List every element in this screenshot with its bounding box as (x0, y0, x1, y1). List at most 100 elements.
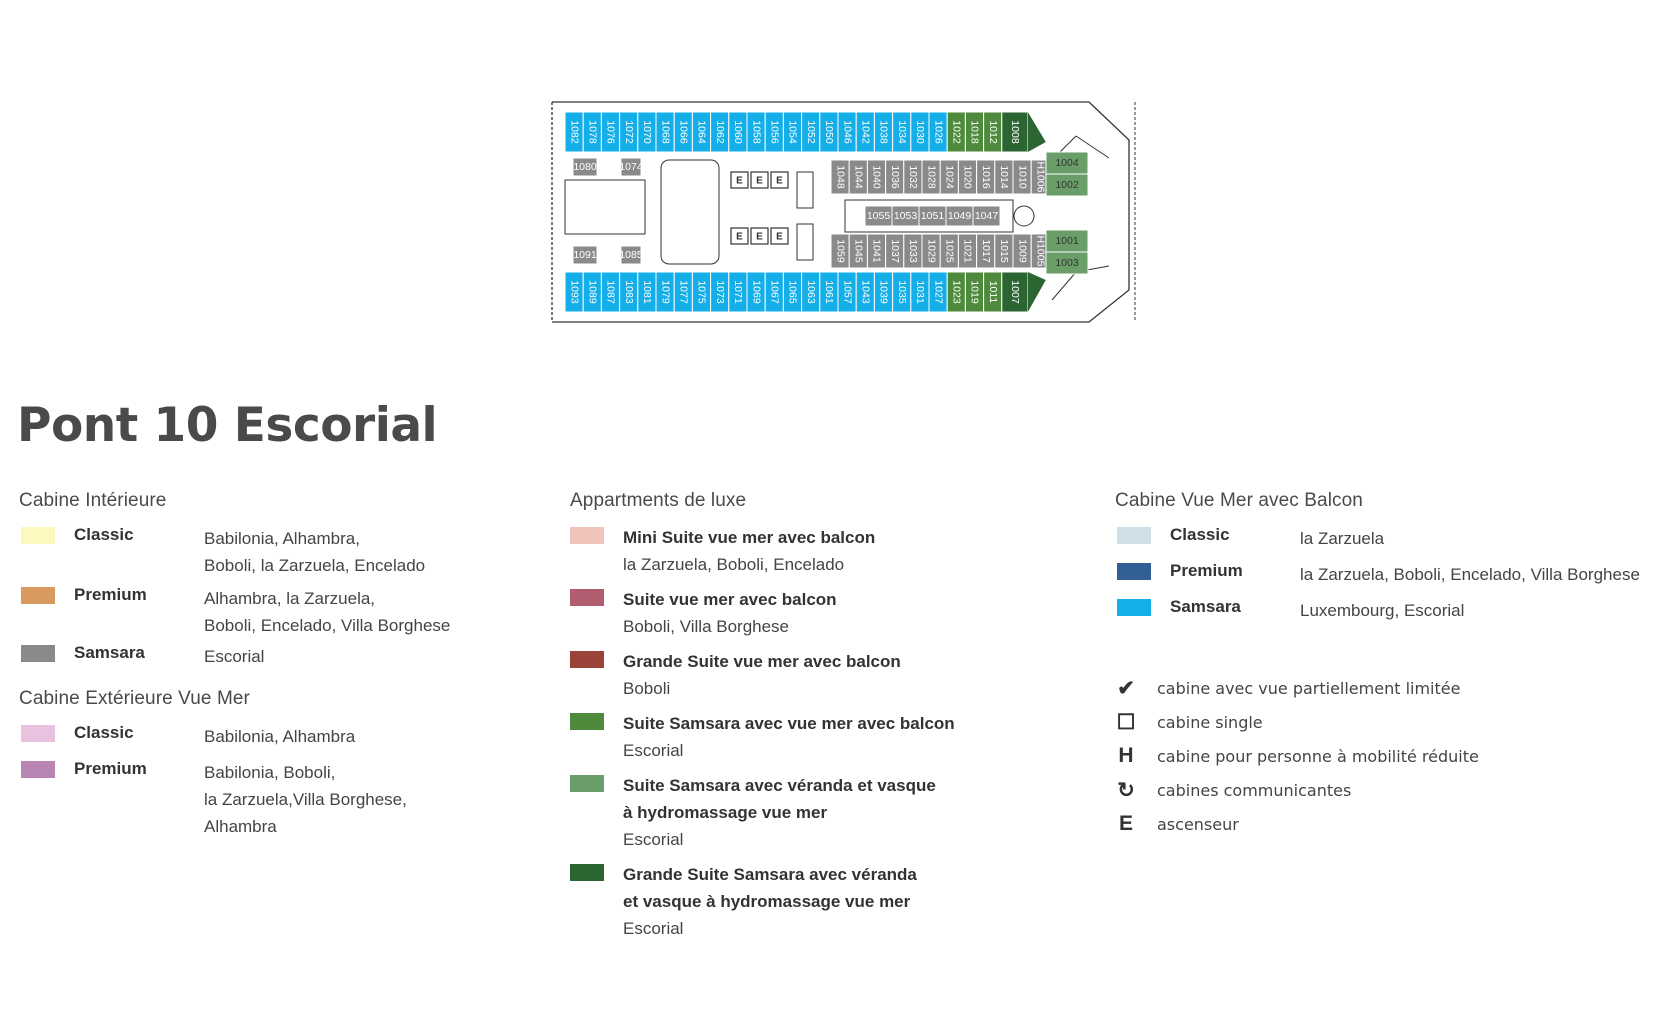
cabin-label-1070: 1070 (641, 120, 653, 144)
ship-list: Babilonia, Boboli, la Zarzuela,Villa Bor… (204, 763, 407, 836)
cabin-label-1049: 1049 (948, 210, 972, 222)
tier-label: Samsara (1170, 597, 1241, 616)
cabin-label-1079: 1079 (659, 280, 671, 304)
cabin-label-1003: 1003 (1055, 257, 1079, 269)
cabin-label-1043: 1043 (860, 280, 872, 304)
cabin-label-1009: 1009 (1016, 239, 1028, 263)
ship-list: Luxembourg, Escorial (1300, 601, 1465, 620)
ship-list: la Zarzuela, Boboli, Encelado, Villa Bor… (1300, 565, 1640, 584)
cabin-label-1093: 1093 (568, 280, 580, 304)
suite-name: Suite Samsara avec véranda et vasque à h… (623, 776, 936, 822)
section-title-exterieure: Cabine Extérieure Vue Mer (19, 688, 250, 709)
color-swatch (21, 761, 55, 778)
cabin-label-1091: 1091 (573, 249, 597, 261)
color-swatch (21, 645, 55, 662)
cabin-label-1062: 1062 (714, 120, 726, 144)
cabin-label-1035: 1035 (896, 280, 908, 304)
ship-list: la Zarzuela (1300, 529, 1385, 548)
symbol-row: ↻ cabines communicantes (1115, 778, 1675, 812)
cabin-label-1073: 1073 (714, 280, 726, 304)
cabin-label-1007: 1007 (1009, 280, 1021, 304)
cabin-label-1041: 1041 (871, 239, 883, 263)
color-swatch (21, 527, 55, 544)
cabin-label-1038: 1038 (878, 120, 890, 144)
symbol-description: cabine single (1157, 713, 1263, 732)
cabin-label-1054: 1054 (787, 120, 799, 144)
section-title-balcon: Cabine Vue Mer avec Balcon (1115, 490, 1363, 511)
cabin-label-1080: 1080 (573, 161, 597, 173)
cabin-label-1030: 1030 (914, 120, 926, 144)
elevator-label: E (736, 176, 743, 187)
tier-label: Premium (1170, 561, 1243, 580)
section-title-luxe: Appartments de luxe (570, 490, 747, 511)
ship-list: Escorial (623, 830, 684, 849)
e-icon: E (1118, 812, 1133, 835)
cabin-label-1033: 1033 (907, 239, 919, 263)
cabin-label-1056: 1056 (769, 120, 781, 144)
suite-name: Grande Suite Samsara avec véranda et vas… (623, 865, 917, 911)
cabin-label-1022: 1022 (951, 120, 963, 144)
cabin-label-1037: 1037 (889, 239, 901, 263)
symbol-description: cabine pour personne à mobilité réduite (1157, 747, 1479, 766)
cabin-label-1036: 1036 (889, 165, 901, 189)
ship-list: Boboli, Villa Borghese (623, 617, 790, 636)
tier-label: Premium (74, 759, 147, 778)
cabin-label-1064: 1064 (696, 120, 708, 144)
cabin-label-1083: 1083 (623, 280, 635, 304)
checkmark-icon: ✔ (1117, 677, 1135, 700)
ship-list: Boboli (623, 679, 671, 698)
cabin-label-1078: 1078 (587, 120, 599, 144)
tier-label: Premium (74, 585, 147, 604)
cabin-label-1023: 1023 (951, 280, 963, 304)
color-swatch (570, 864, 604, 881)
stairs-icon (796, 171, 814, 209)
elevator-label: E (776, 176, 783, 187)
cabin-label-1046: 1046 (841, 120, 853, 144)
mid-cabin-1047 (972, 205, 1001, 227)
bow-cabin-1003 (1045, 251, 1089, 275)
bow-cabin-1002 (1045, 173, 1089, 197)
cabin-label-1089: 1089 (587, 280, 599, 304)
cabin-label-1077: 1077 (678, 280, 690, 304)
cabin-label-1055: 1055 (867, 210, 891, 222)
aft-cabin-1085 (620, 245, 642, 265)
cabin-label-1031: 1031 (914, 280, 926, 304)
color-swatch (1117, 599, 1151, 616)
cabin-label-1028: 1028 (925, 165, 937, 189)
legend-row-premium: Premium la Zarzuela, Boboli, Encelado, Vi… (1115, 560, 1675, 596)
ship-list: Babilonia, Alhambra, Boboli, la Zarzuela… (204, 529, 426, 575)
symbol-row: ☐cabine single (1115, 710, 1675, 744)
connecting-icon: ↻ (1117, 779, 1135, 802)
cabin-label-1067: 1067 (769, 280, 781, 304)
symbol-description: cabines communicantes (1157, 781, 1352, 800)
cabin-label-1074: 1074 (619, 161, 643, 173)
cabin-label-1015: 1015 (998, 239, 1010, 263)
color-swatch (1117, 527, 1151, 544)
color-swatch (570, 651, 604, 668)
cabin-label-1060: 1060 (732, 120, 744, 144)
cabin-label-1058: 1058 (750, 120, 762, 144)
legend-row-classic: Classic Babilonia, Alhambra, Boboli, la Z… (19, 524, 539, 584)
cabin-label-1032: 1032 (907, 165, 919, 189)
stairs-icon (796, 223, 814, 261)
cabin-label-1081: 1081 (641, 280, 653, 304)
cabin-label-1087: 1087 (605, 280, 617, 304)
cabin-label-1069: 1069 (750, 280, 762, 304)
elevator-icon (750, 227, 769, 245)
cabin-label-1053: 1053 (894, 210, 918, 222)
color-swatch (570, 775, 604, 792)
cabin-label-1011: 1011 (987, 281, 999, 304)
tier-label: Classic (74, 723, 134, 742)
cabin-label-H1005: H1005 (1035, 236, 1047, 267)
cabin-1007 (1001, 271, 1029, 313)
legend-row-premium: Premium Babilonia, Boboli, la Zarzuela,Vi… (19, 758, 539, 838)
cabin-label-1016: 1016 (980, 165, 992, 189)
tier-label: Classic (74, 525, 134, 544)
